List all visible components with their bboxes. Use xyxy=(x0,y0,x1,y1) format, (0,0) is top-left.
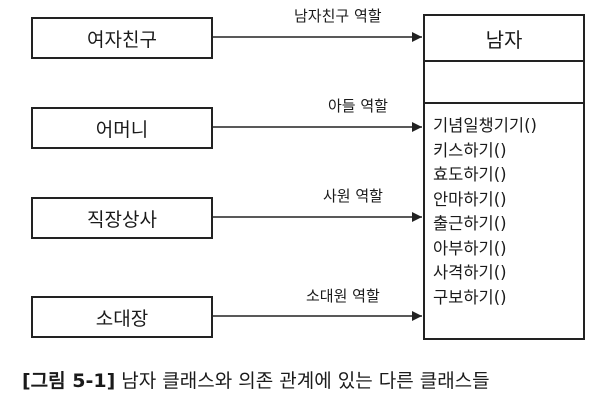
method-item: 기념일챙기기() xyxy=(433,116,537,135)
class-methods: 기념일챙기기() 키스하기() 효도하기() 안마하기() 출근하기() 아부하… xyxy=(425,104,583,310)
client-label: 직장상사 xyxy=(87,208,157,231)
class-name: 남자 xyxy=(425,16,583,62)
method-item: 아부하기() xyxy=(433,238,507,258)
client-label: 어머니 xyxy=(95,118,149,141)
role-label: 소대원 역할 xyxy=(306,287,380,305)
method-item: 출근하기() xyxy=(433,214,507,233)
role-label: 사원 역할 xyxy=(323,187,383,205)
class-box-man: 남자 기념일챙기기() 키스하기() 효도하기() 안마하기() 출근하기() … xyxy=(423,14,585,340)
client-box-girlfriend: 여자친구 xyxy=(31,17,213,59)
figure-number: [그림 5-1] xyxy=(22,370,116,392)
role-label: 아들 역할 xyxy=(328,97,388,115)
class-attributes xyxy=(425,62,583,104)
method-item: 구보하기() xyxy=(433,287,507,307)
client-label: 여자친구 xyxy=(87,28,157,51)
figure-caption: [그림 5-1]남자 클래스와 의존 관계에 있는 다른 클래스들 xyxy=(22,366,490,393)
caption-text: 남자 클래스와 의존 관계에 있는 다른 클래스들 xyxy=(121,370,490,392)
method-item: 효도하기() xyxy=(433,165,507,184)
client-box-platoon-leader: 소대장 xyxy=(31,296,213,338)
method-item: 키스하기() xyxy=(433,140,507,160)
method-item: 사격하기() xyxy=(433,263,507,282)
client-label: 소대장 xyxy=(95,307,149,330)
client-box-boss: 직장상사 xyxy=(31,197,213,239)
role-label: 남자친구 역할 xyxy=(294,7,382,25)
client-box-mother: 어머니 xyxy=(31,107,213,149)
method-item: 안마하기() xyxy=(433,189,507,209)
